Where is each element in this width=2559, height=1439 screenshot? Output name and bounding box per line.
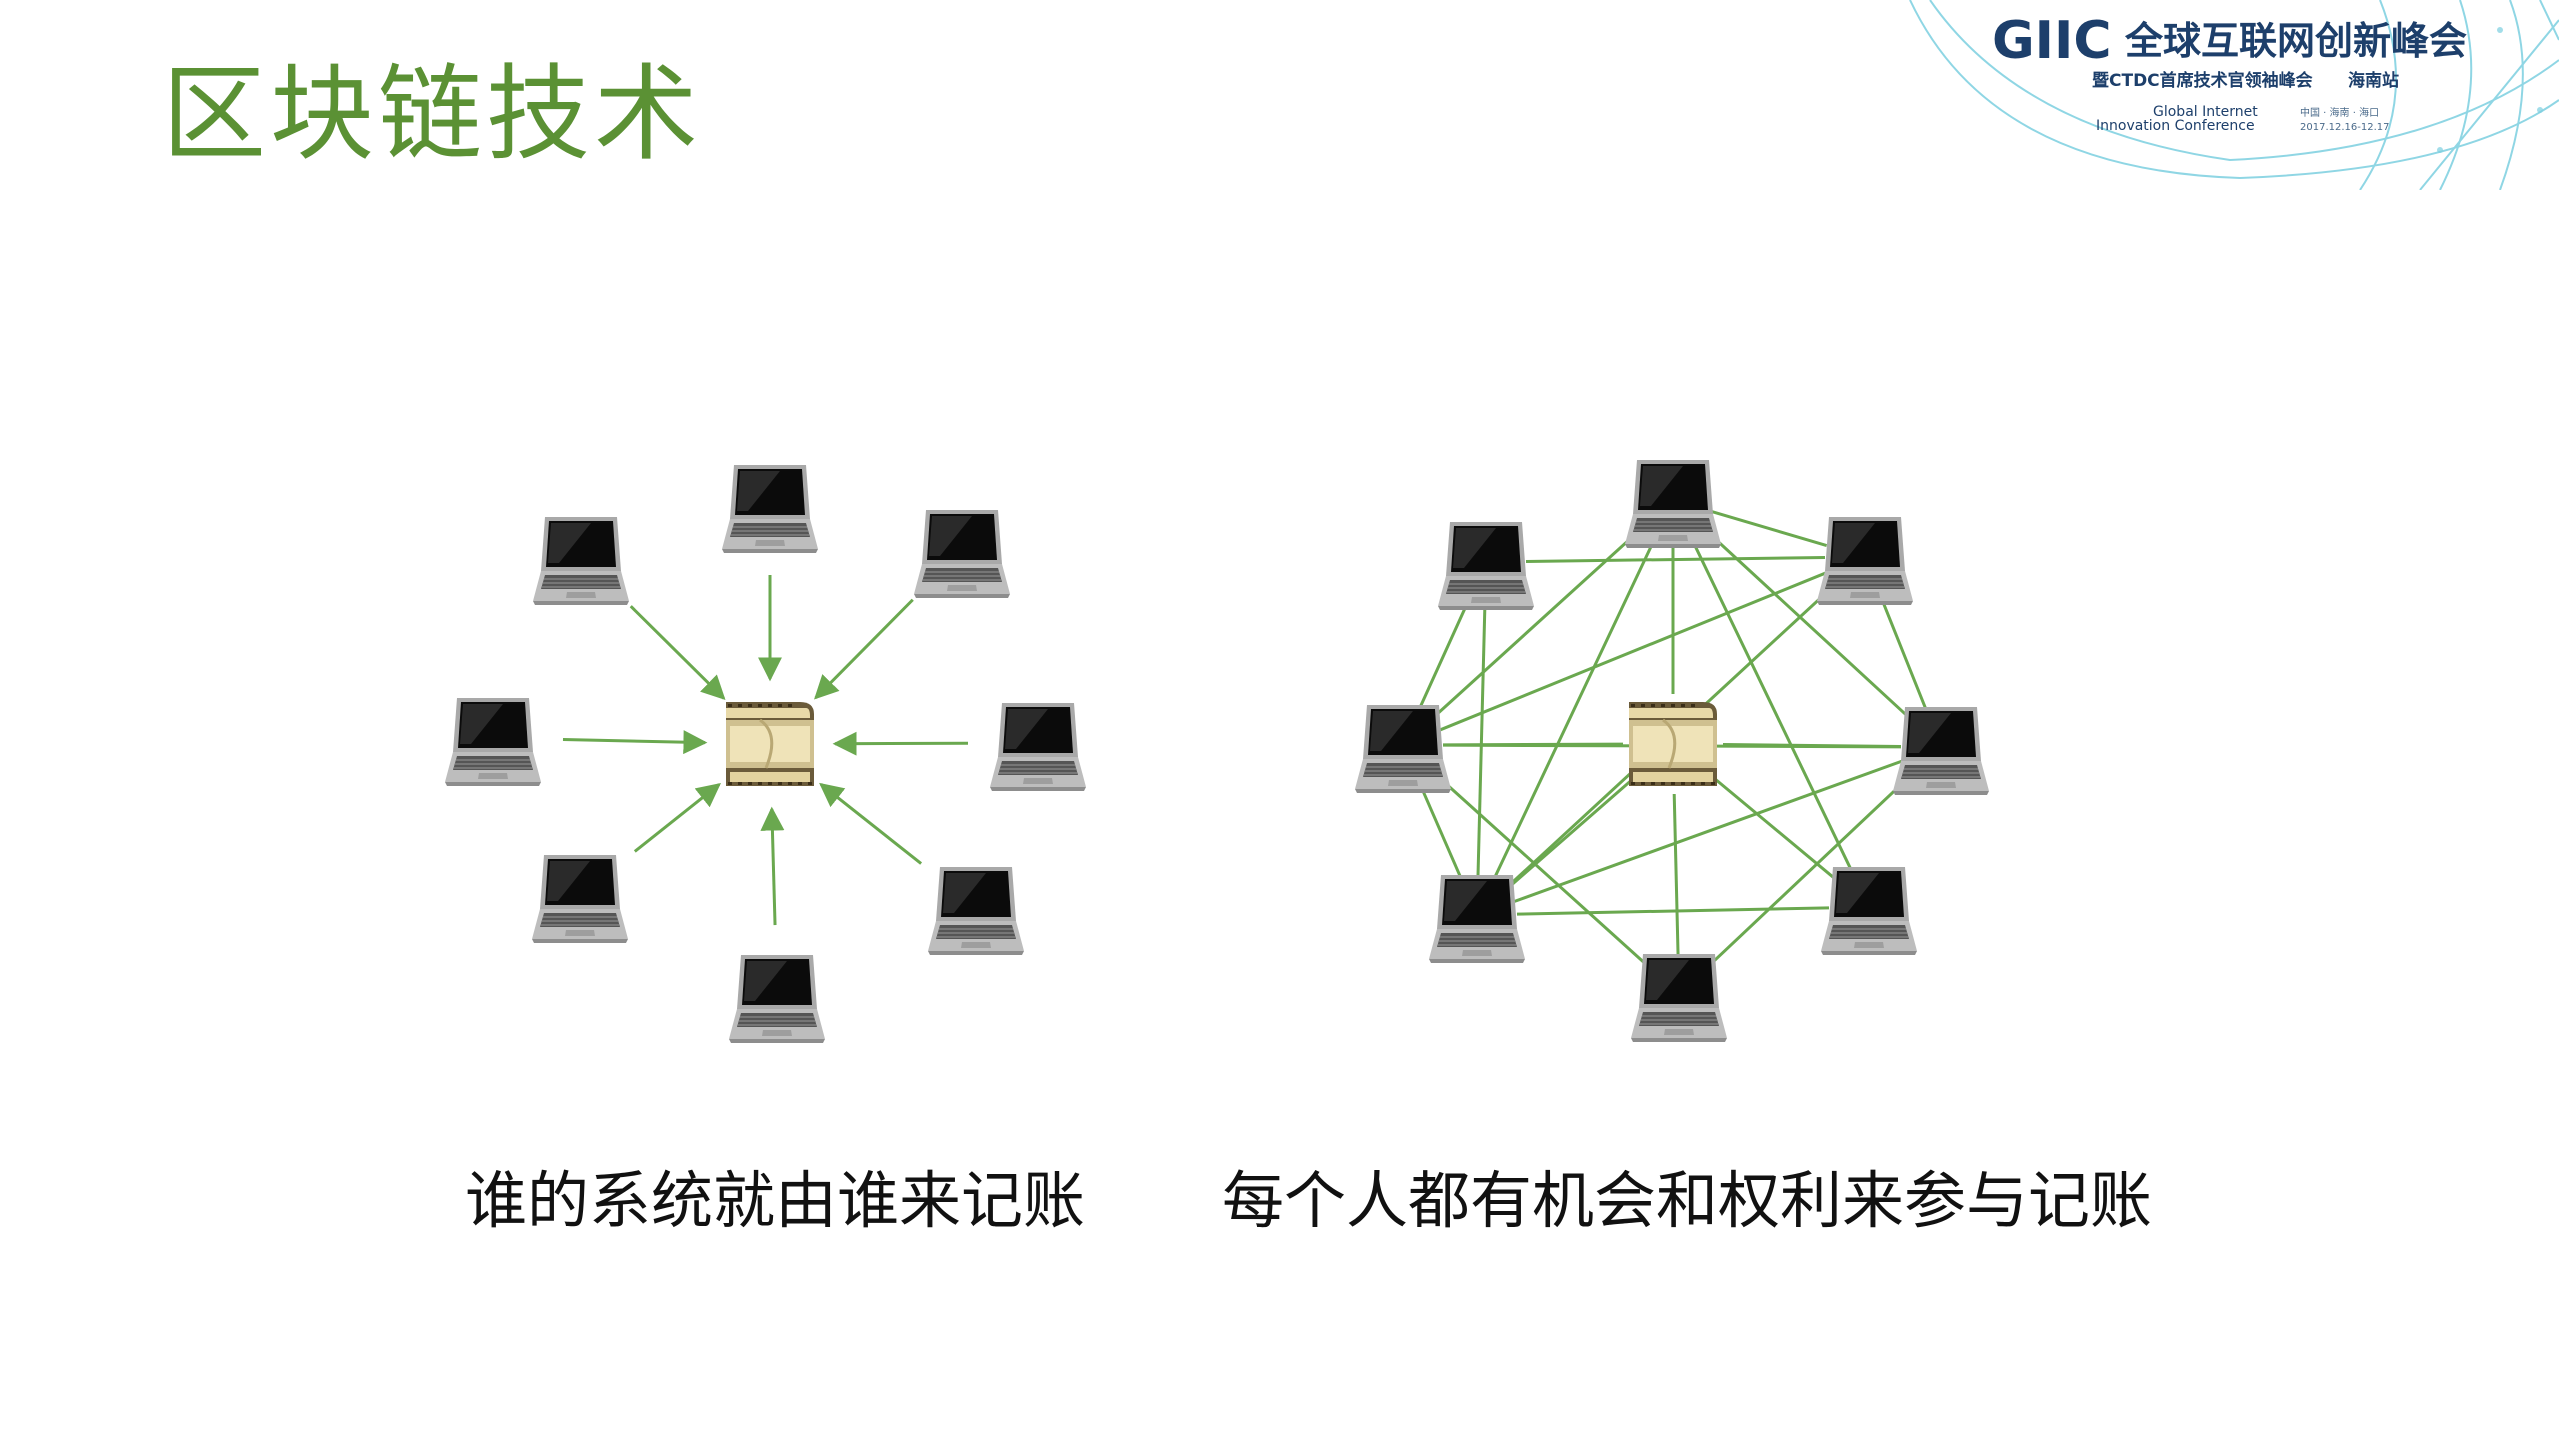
laptop-icon <box>913 509 1011 599</box>
logo-dates: 2017.12.16-12.17 <box>2300 122 2390 133</box>
network-edge <box>1516 906 1830 916</box>
laptop-icon <box>1624 459 1722 549</box>
laptop-icon <box>1437 521 1535 611</box>
arrow-edge <box>760 806 785 926</box>
network-edge <box>1710 509 1828 548</box>
laptop-icon <box>1428 874 1526 964</box>
logo-name-cn: 全球互联网创新峰会 <box>2124 19 2467 63</box>
laptop-icon <box>721 464 819 554</box>
network-edge <box>1431 525 1645 720</box>
laptop-icon <box>927 866 1025 956</box>
network-edge <box>1707 773 1913 968</box>
logo-station: 海南站 <box>2348 70 2399 91</box>
laptop-icon <box>1630 953 1728 1043</box>
centralized-edges <box>562 575 969 926</box>
network-edge <box>1722 743 1902 749</box>
arrow-edge <box>633 782 721 853</box>
arrow-edge <box>819 782 923 865</box>
network-edge <box>1514 759 1904 903</box>
centralized-diagram <box>444 464 1087 1044</box>
logo-name-en-1: Global Internet <box>2153 104 2258 120</box>
distributed-diagram <box>1354 459 1990 1043</box>
laptop-icon <box>728 954 826 1044</box>
network-edge <box>1431 770 1651 969</box>
network-edge <box>1417 781 1463 879</box>
globe-lines <box>1909 0 2559 190</box>
network-edge <box>1492 535 1658 880</box>
network-edge <box>1878 593 1928 711</box>
caption-distributed: 每个人都有机会和权利来参与记账 <box>1222 1164 2153 1237</box>
logo-location: 中国 · 海南 · 海口 <box>2300 106 2379 119</box>
logo-brand: GIIC <box>1992 11 2112 71</box>
network-edge <box>1710 774 1840 883</box>
conference-logo: GIIC 全球互联网创新峰会 暨CTDC首席技术官领袖峰会 海南站 Global… <box>1909 0 2559 190</box>
laptop-icon <box>1892 706 1990 796</box>
film-reel-icon <box>1627 700 1719 788</box>
arrow-edge <box>562 730 708 755</box>
slide-title: 区块链技术 <box>162 53 703 175</box>
arrow-edge <box>814 598 914 700</box>
film-reel-icon <box>724 700 816 788</box>
network-edge <box>1525 556 1826 563</box>
logo-name-en-2: Innovation Conference <box>2096 118 2255 134</box>
laptop-icon <box>1816 516 1914 606</box>
laptop-icon <box>531 854 629 944</box>
network-edge <box>1418 597 1471 710</box>
network-edge <box>1442 742 1624 747</box>
network-edge <box>1506 775 1637 890</box>
laptop-icon <box>1354 704 1452 794</box>
network-edge <box>1439 570 1829 732</box>
caption-centralized: 谁的系统就由谁来记账 <box>465 1164 1086 1237</box>
network-edge <box>1689 535 1853 872</box>
distributed-edges <box>1417 509 1928 969</box>
laptop-icon <box>1820 866 1918 956</box>
network-edge <box>1672 793 1680 955</box>
logo-sub-cn: 暨CTDC首席技术官领袖峰会 <box>2092 70 2313 91</box>
arrow-edge <box>629 605 726 700</box>
laptop-icon <box>532 516 630 606</box>
laptop-icon <box>444 697 542 787</box>
network-edge <box>1476 601 1487 876</box>
laptop-icon <box>989 702 1087 792</box>
